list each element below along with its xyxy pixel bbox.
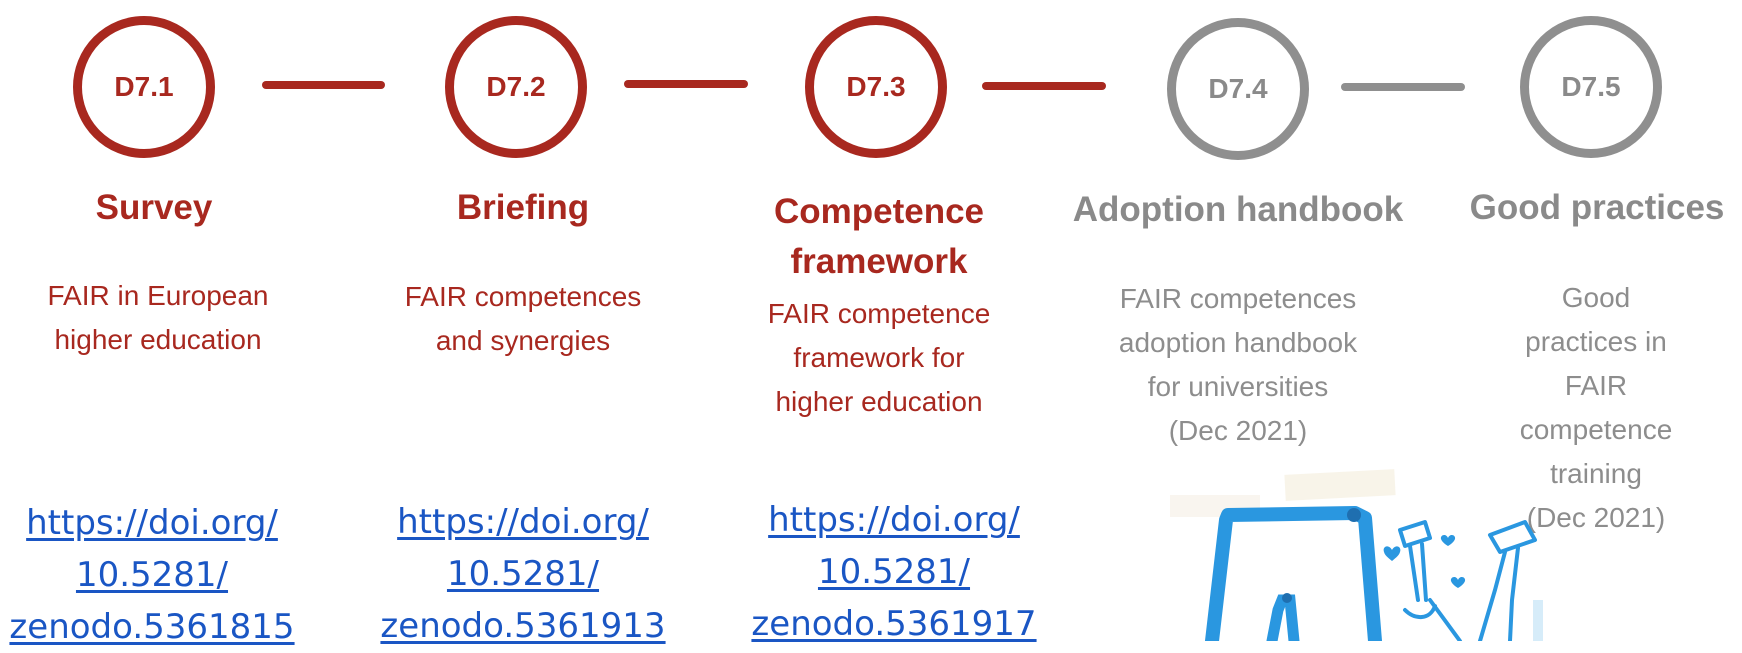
deliverable-d7-2-description: FAIR competences and synergies [405, 275, 642, 363]
link-line[interactable]: https://doi.org/ [768, 500, 1020, 540]
description-line: adoption handbook [1118, 327, 1358, 358]
link-line[interactable]: zenodo.5361815 [9, 607, 295, 647]
deliverable-d7-1-description: FAIR in European higher education [47, 274, 268, 362]
connector-d7-1-d7-2 [262, 81, 385, 89]
description-line: training [1550, 458, 1642, 489]
milestone-id: D7.1 [114, 71, 174, 102]
deliverable-d7-5: Good practices [1470, 183, 1725, 233]
link-line[interactable]: https://doi.org/ [397, 502, 649, 542]
description-line: and synergies [435, 325, 611, 356]
link-line[interactable]: https://doi.org/ [26, 503, 278, 543]
description-line: higher education [775, 386, 983, 417]
description-line: for universities [1147, 371, 1329, 402]
description-line: FAIR competences [1119, 283, 1357, 314]
description-line: FAIR competence [1519, 370, 1673, 445]
milestone-circle-d7-1: D7.1 [73, 16, 215, 158]
doi-link-d7-2[interactable]: https://doi.org/ 10.5281/ zenodo.5361913 [380, 496, 665, 652]
deliverable-d7-1: Survey [96, 183, 213, 233]
graduation-sketch-illustration [1170, 469, 1543, 641]
description-line: (Dec 2021) [1168, 415, 1308, 446]
description-line: (Dec 2021) [1526, 502, 1666, 533]
link-line[interactable]: 10.5281/ [75, 555, 229, 595]
link-line[interactable]: 10.5281/ [446, 554, 600, 594]
milestone-circle-d7-4: D7.4 [1167, 18, 1309, 160]
milestone-circle-d7-3: D7.3 [805, 16, 947, 158]
deliverable-title: Competence framework [773, 192, 985, 281]
connector-d7-2-d7-3 [624, 80, 748, 88]
description-line: FAIR in European [47, 280, 269, 311]
deliverable-d7-2: Briefing [457, 183, 589, 233]
deliverable-d7-3: Competence framework [749, 187, 1009, 287]
deliverable-title: Good practices [1469, 188, 1725, 227]
description-line: higher education [54, 324, 262, 355]
doi-link-d7-3[interactable]: https://doi.org/ 10.5281/ zenodo.5361917 [751, 494, 1036, 650]
description-line: Good practices in [1525, 282, 1667, 357]
deliverable-d7-4-description: FAIR competences adoption handbook for u… [1119, 277, 1357, 453]
connector-d7-3-d7-4 [982, 82, 1106, 90]
deliverable-title: Adoption handbook [1072, 190, 1404, 229]
link-line[interactable]: zenodo.5361913 [380, 606, 666, 646]
connector-d7-4-d7-5 [1341, 83, 1465, 91]
deliverable-title: Briefing [456, 188, 590, 227]
deliverable-d7-4: Adoption handbook [1073, 185, 1403, 235]
doi-link-d7-1[interactable]: https://doi.org/ 10.5281/ zenodo.5361815 [9, 497, 294, 653]
deliverable-d7-3-description: FAIR competence framework for higher edu… [768, 292, 991, 424]
deliverable-title: Survey [95, 188, 213, 227]
description-line: FAIR competences [404, 281, 642, 312]
milestone-id: D7.2 [486, 71, 546, 102]
milestone-circle-d7-2: D7.2 [445, 16, 587, 158]
milestone-id: D7.4 [1208, 73, 1268, 104]
description-line: framework for [793, 342, 965, 373]
milestone-id: D7.3 [846, 71, 906, 102]
deliverable-d7-5-description: Good practices in FAIR competence traini… [1520, 276, 1673, 540]
milestone-id: D7.5 [1561, 71, 1621, 102]
link-line[interactable]: zenodo.5361917 [751, 604, 1037, 644]
link-line[interactable]: 10.5281/ [817, 552, 971, 592]
milestone-circle-d7-5: D7.5 [1520, 16, 1662, 158]
description-line: FAIR competence [767, 298, 991, 329]
